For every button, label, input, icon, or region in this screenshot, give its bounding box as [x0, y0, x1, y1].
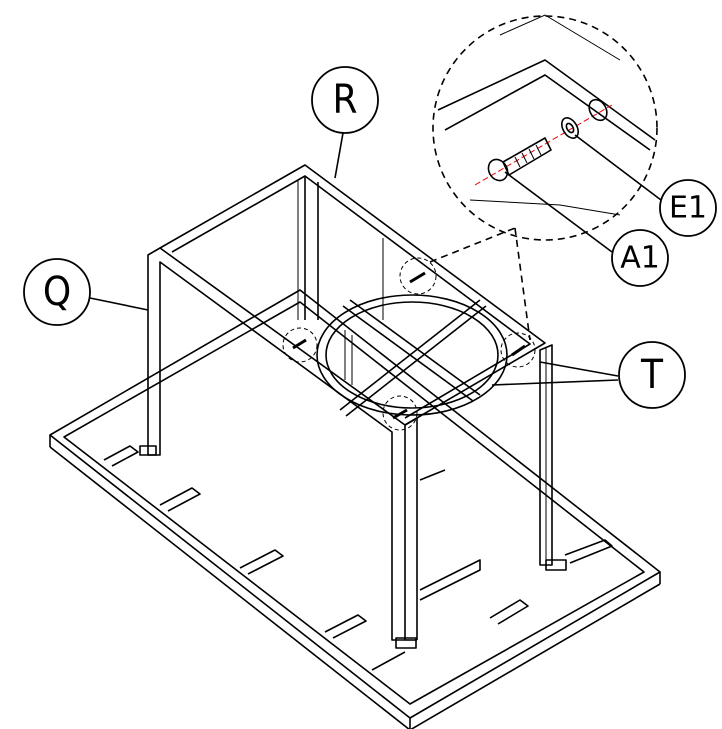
callout-T: T: [618, 341, 686, 409]
detail-view: [429, 14, 658, 341]
label-Q: Q: [43, 269, 71, 315]
callout-Q: Q: [23, 258, 91, 326]
bolt-locations: [282, 257, 536, 431]
leader-lines: [89, 132, 662, 386]
label-T: T: [640, 352, 664, 398]
ring-T: [316, 294, 508, 416]
cabinet-frame: [139, 164, 567, 649]
callout-E1: E1: [659, 179, 717, 237]
label-A1: A1: [620, 241, 660, 276]
callout-A1: A1: [611, 229, 669, 287]
callout-R: R: [311, 66, 379, 134]
base-frame: [49, 289, 661, 729]
label-E1: E1: [669, 191, 707, 226]
label-R: R: [333, 77, 358, 123]
